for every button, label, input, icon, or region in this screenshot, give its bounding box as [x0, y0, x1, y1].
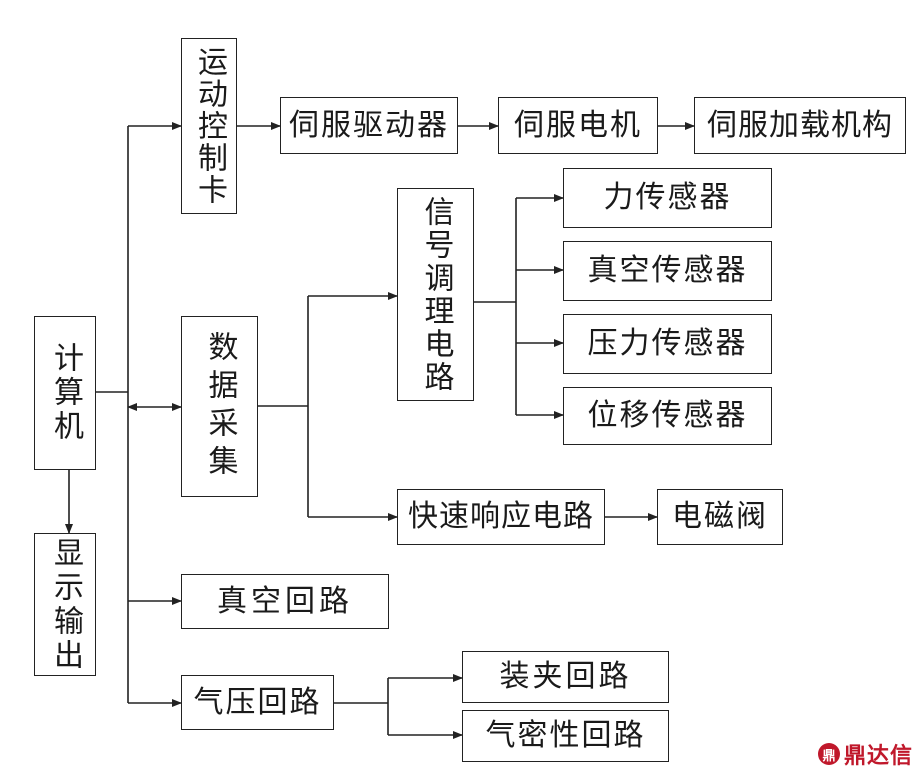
node-vacuum-circuit-label: 真空回路: [217, 583, 353, 619]
node-vacuum-circuit: 真空回路: [181, 574, 389, 629]
node-pressure-sensor-label: 压力传感器: [587, 326, 748, 361]
node-force-sensor: 力传感器: [563, 168, 772, 228]
node-force-sensor-label: 力传感器: [603, 180, 732, 215]
node-display: 显示输出: [34, 533, 96, 676]
node-pneumatic-circuit-label: 气压回路: [193, 684, 322, 720]
node-data-acq-label: 数据采集: [202, 330, 238, 483]
node-airtight-circuit-label: 气密性回路: [485, 718, 646, 753]
node-motion-card-label: 运动控制卡: [192, 46, 227, 206]
node-servo-motor-label: 伺服电机: [514, 107, 642, 143]
node-servo-driver-label: 伺服驱动器: [289, 107, 449, 143]
brand-logo: 鼎 鼎达信: [818, 738, 913, 770]
node-pressure-sensor: 压力传感器: [563, 314, 772, 374]
node-solenoid-valve: 电磁阀: [657, 489, 783, 545]
node-signal-cond: 信号调理电路: [397, 188, 474, 401]
node-airtight-circuit: 气密性回路: [462, 710, 669, 762]
node-pneumatic-circuit: 气压回路: [181, 675, 334, 730]
node-servo-loading-label: 伺服加载机构: [707, 107, 893, 143]
node-motion-card: 运动控制卡: [181, 38, 237, 214]
node-display-label: 显示输出: [48, 536, 83, 673]
node-fast-response-label: 快速响应电路: [408, 499, 594, 534]
node-solenoid-valve-label: 电磁阀: [672, 499, 768, 534]
logo-mark-icon: 鼎: [818, 743, 840, 765]
logo-text: 鼎达信: [844, 744, 914, 769]
node-servo-motor: 伺服电机: [498, 97, 658, 154]
node-clamping-circuit-label: 装夹回路: [499, 659, 632, 694]
node-clamping-circuit: 装夹回路: [462, 651, 669, 703]
node-fast-response: 快速响应电路: [397, 489, 605, 545]
node-servo-loading: 伺服加载机构: [694, 97, 906, 154]
node-signal-cond-label: 信号调理电路: [418, 195, 454, 394]
node-displacement-sensor: 位移传感器: [563, 387, 772, 445]
node-vacuum-sensor-label: 真空传感器: [587, 253, 748, 288]
node-computer-label: 计算机: [48, 342, 83, 444]
node-vacuum-sensor: 真空传感器: [563, 241, 772, 301]
node-data-acq: 数据采集: [181, 316, 258, 497]
node-displacement-sensor-label: 位移传感器: [587, 398, 748, 433]
node-computer: 计算机: [34, 316, 96, 470]
node-servo-driver: 伺服驱动器: [280, 97, 458, 154]
